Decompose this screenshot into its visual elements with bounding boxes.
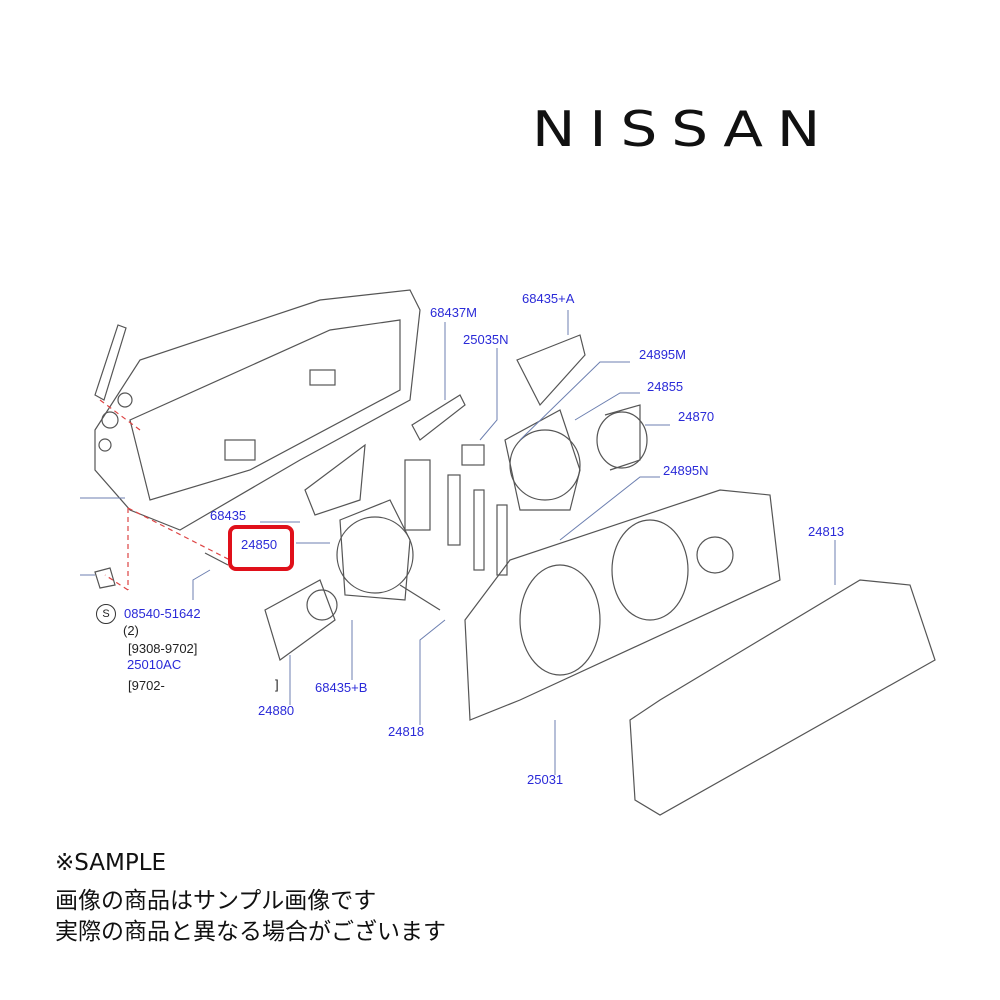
label-24813: 24813 [808,524,845,539]
label-25035N: 25035N [463,332,509,347]
tachometer-24850 [336,499,414,601]
date-range-1: [9308-9702] [128,641,198,656]
label-08540-51642: 08540-51642 [124,606,201,621]
label-24880: 24880 [258,703,295,718]
connector-25035N [461,444,485,466]
label-24870: 24870 [678,409,715,424]
glass-24813 [629,579,936,816]
label-68437M: 68437M [430,305,477,320]
quantity-note: (2) [123,623,139,638]
gauge-24880 [264,579,338,661]
label-68435A: 68435+A [522,291,575,306]
plate-68437M [411,394,466,441]
plate-68435A [516,334,586,407]
gauge-24870 [596,404,648,471]
screw [204,552,229,566]
label-25031: 25031 [527,772,564,787]
label-68435B: 68435+B [315,680,368,695]
label-24895N: 24895N [663,463,709,478]
highlight-box [228,525,294,571]
s-symbol: S [96,604,116,624]
label-24895M: 24895M [639,347,686,362]
cluster-housing [94,289,421,531]
clip [94,567,116,589]
date-range-2: [9702- [128,678,165,693]
label-24850: 24850 [241,537,278,552]
light-pipe [94,324,127,401]
sample-note-2: 実際の商品と異なる場合がございます [55,919,446,945]
date-range-close: ] [275,677,279,692]
label-25010AC: 25010AC [127,657,182,672]
sample-note-1: 画像の商品はサンプル画像です [55,888,377,914]
nissan-logo: NISSAN [532,100,835,158]
label-24818: 24818 [388,724,425,739]
sample-title: ※SAMPLE [55,850,167,876]
plate-68435 [304,443,366,516]
cluster-lid-25031 [464,489,781,721]
label-24855: 24855 [647,379,684,394]
speedometer-24855 [504,409,581,511]
label-68435: 68435 [210,508,247,523]
